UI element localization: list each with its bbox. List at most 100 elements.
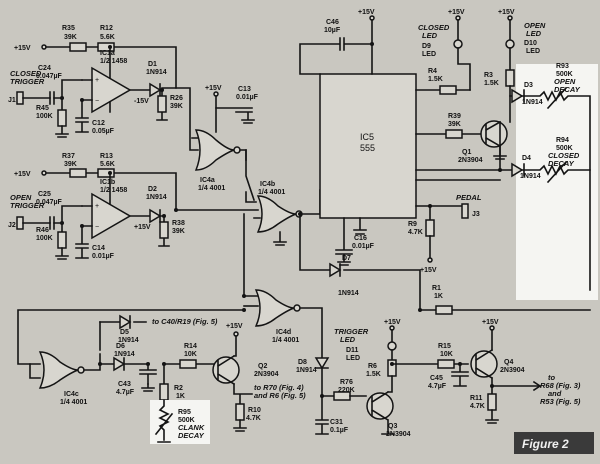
svg-text:10µF: 10µF <box>324 27 341 34</box>
q4-transistor <box>470 350 498 378</box>
svg-text:−: − <box>95 98 99 105</box>
figure-label-text: Figure 2 <box>522 437 569 451</box>
svg-text:+15V: +15V <box>448 9 465 16</box>
svg-text:−: − <box>95 224 99 231</box>
svg-text:Q1: Q1 <box>462 149 471 156</box>
svg-text:C46: C46 <box>326 19 339 26</box>
svg-text:R94: R94 <box>556 137 569 144</box>
d4-diode <box>511 162 524 178</box>
svg-text:+15V: +15V <box>384 319 401 326</box>
r37-resistor <box>69 168 87 178</box>
svg-text:to R70 (Fig. 4): to R70 (Fig. 4) <box>254 383 304 392</box>
svg-text:5.6K: 5.6K <box>100 161 115 168</box>
svg-text:+15V: +15V <box>134 224 151 231</box>
svg-text:CLOSED: CLOSED <box>418 23 450 32</box>
svg-text:LED: LED <box>422 51 436 58</box>
svg-text:0.047µF: 0.047µF <box>36 199 63 206</box>
svg-text:39K: 39K <box>172 228 185 235</box>
svg-text:-15V: -15V <box>134 98 149 105</box>
q2-transistor <box>212 356 240 384</box>
r3-resistor <box>505 69 515 87</box>
svg-text:0.01µF: 0.01µF <box>92 253 115 260</box>
svg-text:+15V: +15V <box>358 9 375 16</box>
svg-text:Q2: Q2 <box>258 363 267 370</box>
r12-resistor <box>97 42 115 52</box>
svg-text:CLANK: CLANK <box>178 423 205 432</box>
svg-text:TRIGGER: TRIGGER <box>10 201 45 210</box>
svg-text:R46: R46 <box>36 227 49 234</box>
svg-text:100K: 100K <box>36 113 53 120</box>
r2-resistor <box>159 383 169 401</box>
svg-text:R2: R2 <box>174 385 183 392</box>
svg-text:39K: 39K <box>170 103 183 110</box>
svg-text:+: + <box>95 203 99 210</box>
lower-input-stage: +15V R37 39K R13 5.6K IC1b 1/2 1458 + − … <box>8 153 185 260</box>
svg-text:1N914: 1N914 <box>114 351 135 358</box>
svg-text:R35: R35 <box>62 25 75 32</box>
svg-text:1N914: 1N914 <box>118 337 139 344</box>
d2-diode <box>149 208 162 224</box>
d11-trigger-led-icon <box>387 341 397 351</box>
svg-text:C13: C13 <box>238 86 251 93</box>
q3-transistor <box>366 392 394 420</box>
ic4d-nor-gate <box>254 289 295 327</box>
svg-text:J1: J1 <box>8 97 16 104</box>
svg-text:R9: R9 <box>408 221 417 228</box>
svg-text:DECAY: DECAY <box>178 431 205 440</box>
d10-open-led-icon <box>505 39 515 49</box>
svg-text:R6: R6 <box>368 363 377 370</box>
d8-diode <box>314 357 330 370</box>
svg-text:C14: C14 <box>92 245 105 252</box>
svg-text:R37: R37 <box>62 153 75 160</box>
svg-text:PEDAL: PEDAL <box>456 193 482 202</box>
svg-text:2N3904: 2N3904 <box>254 371 279 378</box>
svg-text:C24: C24 <box>38 65 51 72</box>
svg-text:0.047µF: 0.047µF <box>36 73 63 80</box>
svg-text:D7: D7 <box>342 255 351 262</box>
svg-text:R15: R15 <box>438 343 451 350</box>
svg-text:0.01µF: 0.01µF <box>236 94 259 101</box>
svg-text:and: and <box>548 389 562 398</box>
r14-resistor <box>179 359 197 369</box>
j2-jack-icon[interactable] <box>16 216 24 230</box>
r15-resistor <box>437 359 455 369</box>
svg-text:IC5: IC5 <box>360 132 374 142</box>
ic1b-opamp <box>91 192 132 240</box>
svg-text:+15V: +15V <box>226 323 243 330</box>
svg-text:R1: R1 <box>432 285 441 292</box>
svg-text:R13: R13 <box>100 153 113 160</box>
ic4c-nor-gate <box>38 351 79 389</box>
svg-text:2N3904: 2N3904 <box>500 367 525 374</box>
j1-jack-icon[interactable] <box>16 91 24 105</box>
svg-text:1.5K: 1.5K <box>484 80 499 87</box>
svg-text:CLOSED: CLOSED <box>548 151 580 160</box>
svg-text:39K: 39K <box>448 121 461 128</box>
svg-text:0.1µF: 0.1µF <box>330 427 349 434</box>
svg-text:1N914: 1N914 <box>296 367 317 374</box>
svg-text:1K: 1K <box>434 293 443 300</box>
d1-diode <box>149 82 162 98</box>
svg-text:IC4a: IC4a <box>200 177 215 184</box>
d7-diode <box>329 262 342 278</box>
svg-text:to C40/R19 (Fig. 5): to C40/R19 (Fig. 5) <box>152 317 218 326</box>
svg-text:DECAY: DECAY <box>554 85 581 94</box>
svg-text:1N914: 1N914 <box>146 69 167 76</box>
r9-resistor <box>425 219 435 237</box>
j3-pedal-jack-icon[interactable] <box>461 203 469 219</box>
svg-text:4.7µF: 4.7µF <box>116 389 135 396</box>
svg-text:R95: R95 <box>178 409 191 416</box>
svg-text:C16: C16 <box>354 235 367 242</box>
svg-text:IC4b: IC4b <box>260 181 275 188</box>
ic4a-nor-gate <box>194 129 235 171</box>
svg-text:+: + <box>95 77 99 84</box>
d3-diode <box>511 88 524 104</box>
svg-text:TRIGGER: TRIGGER <box>334 327 369 336</box>
svg-text:D4: D4 <box>522 155 531 162</box>
svg-text:DECAY: DECAY <box>548 159 575 168</box>
svg-text:D1: D1 <box>148 61 157 68</box>
svg-text:500K: 500K <box>556 145 573 152</box>
d6-diode <box>113 356 126 372</box>
svg-text:1/2 1458: 1/2 1458 <box>100 58 127 65</box>
svg-text:C43: C43 <box>118 381 131 388</box>
svg-text:IC4c: IC4c <box>64 391 79 398</box>
